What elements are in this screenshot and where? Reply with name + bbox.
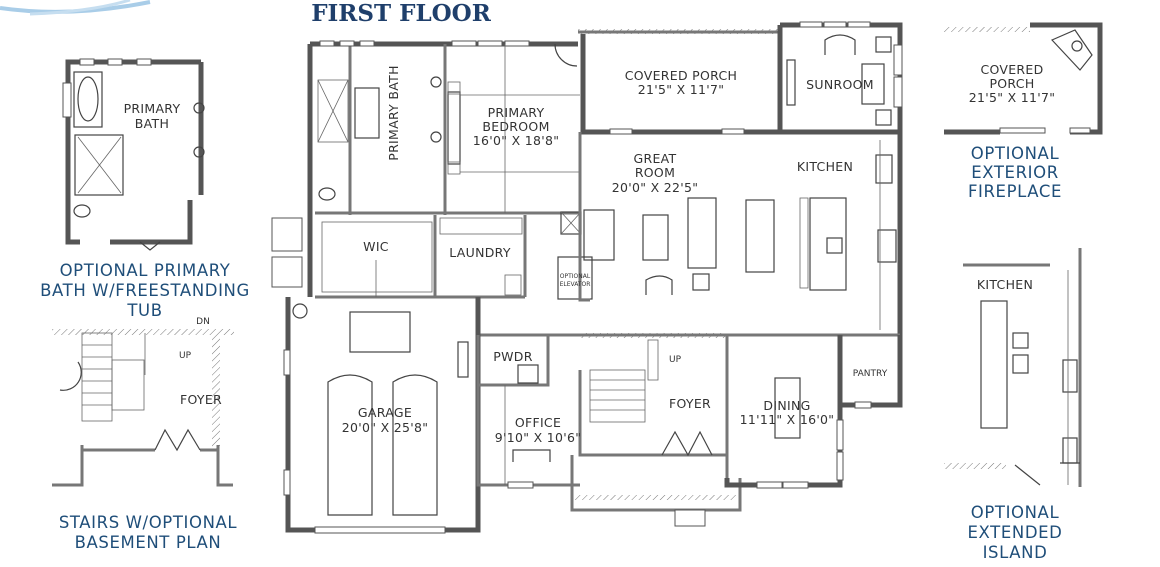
great-room-size: 20'0" X 22'5" — [612, 180, 699, 195]
primary-bedroom-name-2: BEDROOM — [482, 119, 549, 134]
dining-size: 11'11" X 16'0" — [740, 412, 835, 427]
stair-up-label: UP — [669, 355, 682, 365]
extended-island-icon — [980, 300, 1008, 429]
opt-fireplace-caption-1: OPTIONAL — [971, 144, 1060, 163]
opt-primary-bath-caption-2: BATH W/FREESTANDING — [40, 281, 250, 300]
opt-fireplace-porch-size: 21'5" X 11'7" — [969, 90, 1056, 105]
opt-fireplace-caption-3: FIREPLACE — [968, 182, 1062, 201]
elevator-label-2: ELEVATOR — [560, 281, 591, 288]
toilet-icon — [73, 204, 91, 218]
wic-label: WIC — [363, 239, 389, 254]
fireplace-icon — [1050, 29, 1093, 71]
brand-swoosh-decoration — [0, 0, 151, 16]
freestanding-tub-icon — [73, 71, 103, 128]
dining-table-icon — [774, 377, 801, 439]
opt-primary-bath-label-1: PRIMARY — [124, 101, 181, 116]
bed-icon — [447, 91, 461, 165]
great-room-name-1: GREAT — [634, 151, 677, 166]
toilet-icon — [318, 187, 336, 201]
opt-stairs-caption-1: STAIRS W/OPTIONAL — [59, 513, 238, 532]
main-floor-plan: PRIMARY BATH PRIMARY BEDROOM 16'0" X 18'… — [271, 21, 903, 534]
option-primary-bath: PRIMARY BATH OPTIONAL PRIMARY BATH W/FRE… — [40, 58, 250, 320]
office-label: OFFICE — [515, 415, 561, 430]
garage-size: 20'0" X 25'8" — [342, 420, 429, 435]
opt-stairs-up-label: UP — [179, 351, 192, 361]
stove-icon — [1062, 359, 1078, 393]
primary-bedroom-size: 16'0" X 18'8" — [473, 133, 560, 148]
opt-island-caption-1: OPTIONAL — [971, 503, 1060, 522]
garage-label: GARAGE — [358, 405, 412, 420]
covered-porch-label: COVERED PORCH — [625, 68, 737, 83]
foyer-label: FOYER — [669, 396, 711, 411]
dining-label: DINING — [763, 398, 810, 413]
car-icon — [392, 374, 438, 516]
office-size: 9'10" X 10'6" — [495, 430, 582, 445]
elevator-label-1: OPTIONAL — [560, 273, 591, 280]
opt-island-kitchen-label: KITCHEN — [977, 277, 1033, 292]
staircase-icon — [81, 332, 113, 422]
primary-bath-label: PRIMARY BATH — [386, 65, 401, 161]
kitchen-island-icon — [809, 197, 847, 291]
lawn-tractor-icon — [349, 311, 411, 353]
staircase-icon — [589, 369, 646, 423]
opt-stairs-dn-label: DN — [196, 317, 210, 327]
pwdr-label: PWDR — [493, 349, 532, 364]
option-exterior-fireplace: COVERED PORCH 21'5" X 11'7" OPTIONAL EXT… — [944, 22, 1103, 201]
opt-island-caption-2: EXTENDED — [968, 523, 1063, 542]
page-title: FIRST FLOOR — [311, 0, 492, 27]
opt-primary-bath-caption-1: OPTIONAL PRIMARY — [60, 261, 231, 280]
opt-primary-bath-label-2: BATH — [135, 116, 169, 131]
opt-island-caption-3: ISLAND — [983, 543, 1048, 562]
chair-icon — [824, 34, 856, 55]
opt-stairs-caption-2: BASEMENT PLAN — [75, 533, 222, 552]
great-room-name-2: ROOM — [635, 165, 675, 180]
pantry-label: PANTRY — [853, 369, 888, 379]
covered-porch-size: 21'5" X 11'7" — [638, 82, 725, 97]
sofa-icon — [687, 197, 717, 269]
opt-fireplace-porch-label-2: PORCH — [989, 76, 1034, 91]
car-icon — [327, 374, 373, 516]
opt-stairs-foyer-label: FOYER — [180, 392, 222, 407]
primary-bedroom-name-1: PRIMARY — [488, 105, 545, 120]
kitchen-label: KITCHEN — [797, 159, 853, 174]
opt-fireplace-caption-2: EXTERIOR — [971, 163, 1059, 182]
opt-primary-bath-caption-3: TUB — [126, 301, 162, 320]
opt-fireplace-porch-label-1: COVERED — [980, 62, 1043, 77]
stove-icon — [877, 229, 897, 263]
laundry-label: LAUNDRY — [449, 245, 511, 260]
sunroom-label: SUNROOM — [806, 77, 874, 92]
bathtub-icon — [354, 87, 380, 139]
option-stairs-basement: DN UP FOYER STAIRS W/OPTIONAL BASEMENT P… — [52, 317, 237, 552]
dining-table-icon — [745, 199, 775, 273]
option-extended-island: KITCHEN OPTIONAL EXTENDED ISLAND — [944, 248, 1082, 562]
